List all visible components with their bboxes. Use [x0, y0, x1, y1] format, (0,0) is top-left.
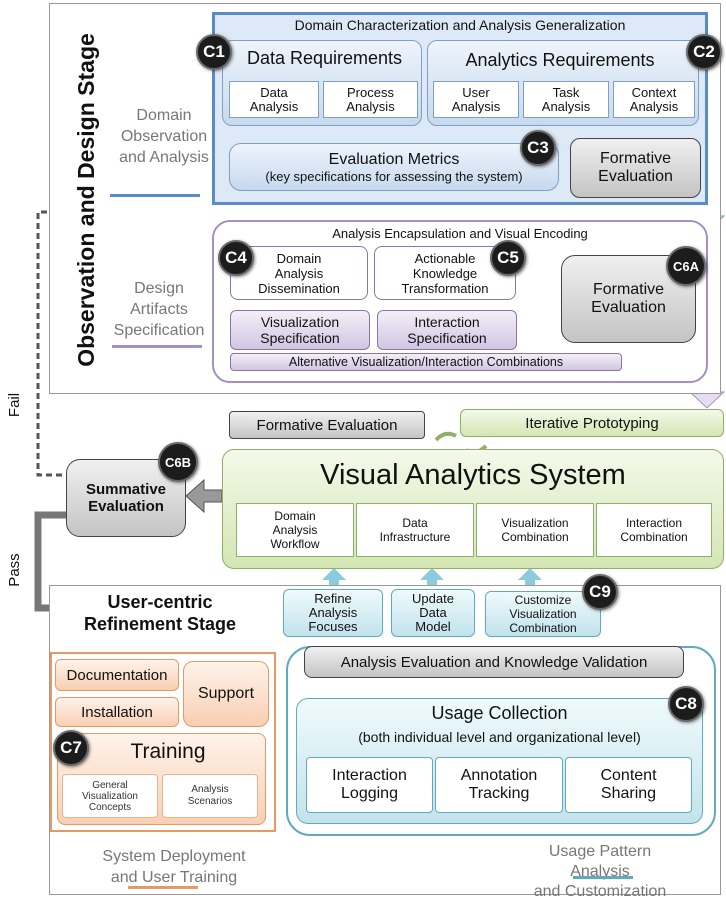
data-requirements-title: Data Requirements	[246, 48, 403, 68]
vas-to-summative-arrow	[185, 478, 223, 514]
design-artifacts-label: Design Artifacts Specification	[113, 280, 205, 339]
customize-up-head	[518, 568, 542, 580]
support-box: Support	[183, 661, 269, 727]
training-title: Training	[130, 740, 206, 763]
badge-c2: C2	[686, 34, 722, 70]
evaluation-metrics-box: Evaluation Metrics (key specifications f…	[229, 143, 559, 191]
refinement-stage-title: User-centric Refinement Stage	[83, 592, 237, 634]
visual-analytics-system-title: Visual Analytics System	[320, 458, 626, 491]
analytics-requirements-title: Analytics Requirements	[465, 50, 655, 70]
badge-c8: C8	[668, 686, 704, 722]
update-up-head	[420, 568, 444, 580]
observation-stage-title: Observation and Design Stage	[73, 33, 99, 367]
pass-label: Pass	[6, 553, 23, 587]
refine-up-head	[322, 568, 346, 580]
documentation-box: Documentation	[55, 659, 179, 691]
badge-c5: C5	[490, 240, 526, 276]
fail-label: Fail	[6, 392, 23, 418]
system-deployment-underline	[128, 886, 198, 889]
analysis-encapsulation-title: Analysis Encapsulation and Visual Encodi…	[332, 225, 588, 241]
badge-c9: C9	[582, 574, 618, 610]
badge-c1: C1	[196, 34, 232, 70]
formative-evaluation-bar: Formative Evaluation	[229, 411, 425, 439]
badge-c6a: C6A	[666, 246, 706, 286]
alternative-combinations-bar: Alternative Visualization/Interaction Co…	[230, 353, 622, 371]
usage-collection-subtitle: (both individual level and organizationa…	[358, 729, 641, 745]
usage-pattern-label: Usage Pattern Analysis and Customization	[533, 843, 667, 900]
fail-loop-arrow	[36, 210, 62, 477]
usage-collection-title: Usage Collection	[431, 702, 568, 723]
analysis-evaluation-bar: Analysis Evaluation and Knowledge Valida…	[304, 646, 684, 678]
domain-observation-label: Domain Observation and Analysis	[119, 107, 209, 166]
badge-c6b: C6B	[158, 442, 198, 482]
domain-observation-underline	[110, 194, 200, 197]
installation-box: Installation	[55, 697, 179, 727]
badge-c4: C4	[218, 240, 254, 276]
usage-pattern-underline	[573, 876, 633, 879]
domain-characterization-title: Domain Characterization and Analysis Gen…	[294, 17, 626, 33]
design-artifacts-underline	[112, 345, 202, 348]
badge-c3: C3	[520, 130, 556, 166]
system-deployment-label: System Deployment and User Training	[102, 848, 246, 886]
iterative-prototyping-bar: Iterative Prototyping	[460, 409, 724, 437]
badge-c7: C7	[53, 730, 89, 766]
system-deployment-panel	[50, 652, 276, 832]
